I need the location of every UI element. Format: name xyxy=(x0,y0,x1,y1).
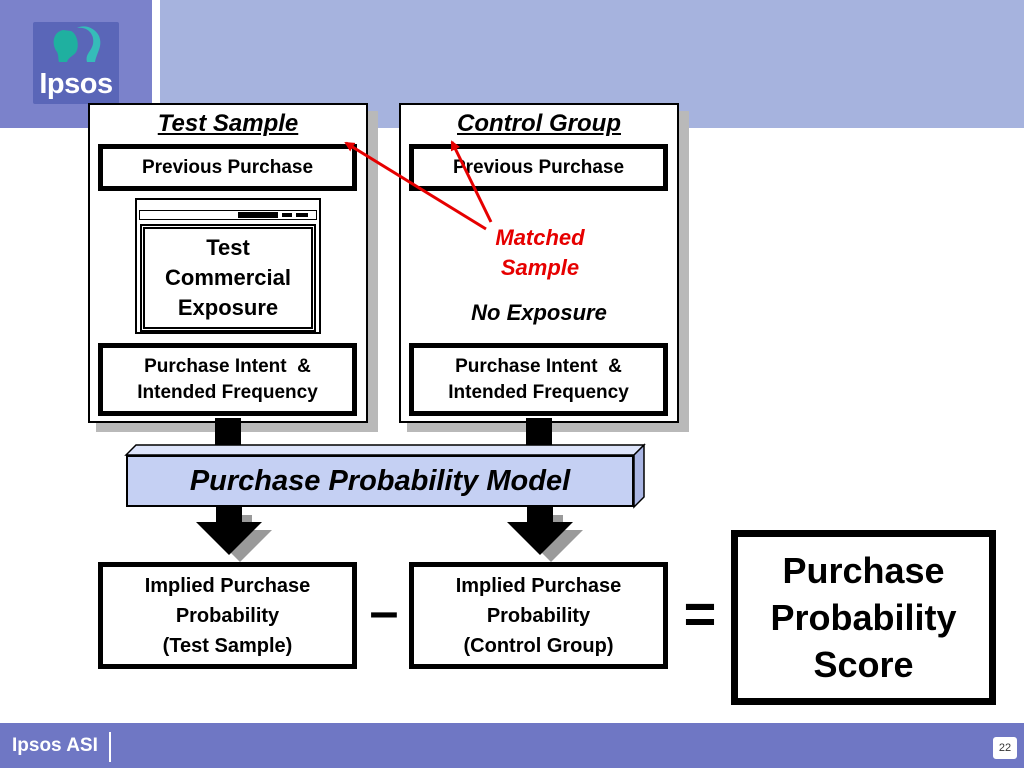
score-line-1: Purchase xyxy=(782,550,945,591)
logo-text: Ipsos xyxy=(39,68,113,100)
implied-control-line-3: (Control Group) xyxy=(463,634,614,657)
purchase-probability-model-bar: Purchase Probability Model xyxy=(126,455,634,507)
minus-sign: – xyxy=(369,583,399,641)
equals-sign: = xyxy=(683,582,717,645)
footer-brand: Ipsos ASI xyxy=(12,735,98,756)
tv-controls-icon xyxy=(238,212,308,218)
matched-arrow-to-test xyxy=(344,141,487,231)
test-intent-box: Purchase Intent & Intended Frequency xyxy=(98,343,357,416)
page-number: 22 xyxy=(993,737,1017,759)
control-intent-line-2: Intended Frequency xyxy=(448,381,629,403)
control-group-title: Control Group xyxy=(457,110,621,137)
tv-screen: Test Commercial Exposure xyxy=(140,224,316,332)
implied-test-line-3: (Test Sample) xyxy=(162,634,293,657)
control-intent-box: Purchase Intent & Intended Frequency xyxy=(409,343,668,416)
purchase-probability-score-box: Purchase Probability Score xyxy=(731,530,996,705)
implied-control-line-1: Implied Purchase xyxy=(455,574,622,597)
implied-test-line-2: Probability xyxy=(175,604,280,627)
tv-control-strip xyxy=(139,210,317,220)
implied-control-box: Implied Purchase Probability (Control Gr… xyxy=(409,562,668,669)
down-arrow-control-icon xyxy=(507,507,583,562)
footer-bar xyxy=(0,723,1024,768)
control-previous-purchase-box: Previous Purchase xyxy=(409,144,668,191)
implied-control-line-2: Probability xyxy=(486,604,591,627)
footer-divider xyxy=(109,732,111,762)
matched-arrow-to-control xyxy=(450,140,493,223)
ipsos-logo: Ipsos xyxy=(33,22,119,104)
score-line-3: Score xyxy=(813,644,914,685)
control-intent-line-1: Purchase Intent & xyxy=(455,355,622,377)
implied-test-line-1: Implied Purchase xyxy=(144,574,311,597)
header-divider xyxy=(152,0,160,128)
implied-test-box: Implied Purchase Probability (Test Sampl… xyxy=(98,562,357,669)
no-exposure-label: No Exposure xyxy=(471,300,607,325)
tv-label-line-3: Exposure xyxy=(177,295,279,320)
tv-label-line-1: Test xyxy=(206,235,250,260)
matched-sample-line-1: Matched xyxy=(495,225,585,250)
matched-sample-line-2: Sample xyxy=(500,255,580,280)
test-sample-title: Test Sample xyxy=(157,110,299,137)
test-intent-line-2: Intended Frequency xyxy=(137,381,318,403)
tv-label-line-2: Commercial xyxy=(165,265,291,290)
score-line-2: Probability xyxy=(770,597,957,638)
head-silhouette-icon xyxy=(53,26,101,63)
test-intent-line-1: Purchase Intent & xyxy=(144,355,311,377)
matched-sample-label: Matched Sample xyxy=(460,223,620,283)
test-previous-purchase-box: Previous Purchase xyxy=(98,144,357,191)
down-arrow-test-icon xyxy=(196,507,272,562)
